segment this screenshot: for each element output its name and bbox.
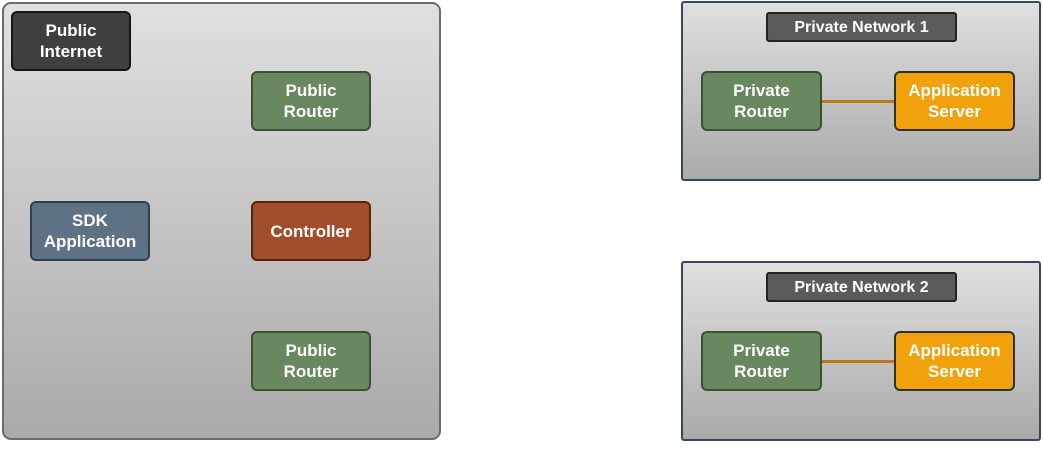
public-router-top[interactable]: Public Router	[251, 71, 371, 131]
private-network-1-router[interactable]: Private Router	[701, 71, 822, 131]
sdk-application[interactable]: SDK Application	[30, 201, 150, 261]
private-network-2-label: Private Network 2	[766, 272, 957, 302]
private-network-2-router[interactable]: Private Router	[701, 331, 822, 391]
private-network-2-application-server[interactable]: Application Server	[894, 331, 1015, 391]
private-network-1-label: Private Network 1	[766, 12, 957, 42]
public-internet-label: Public Internet	[11, 11, 131, 71]
private-network-1-application-server[interactable]: Application Server	[894, 71, 1015, 131]
private-network-1-link	[821, 100, 895, 103]
public-router-bottom[interactable]: Public Router	[251, 331, 371, 391]
private-network-2-link	[821, 360, 895, 363]
controller-node[interactable]: Controller	[251, 201, 371, 261]
